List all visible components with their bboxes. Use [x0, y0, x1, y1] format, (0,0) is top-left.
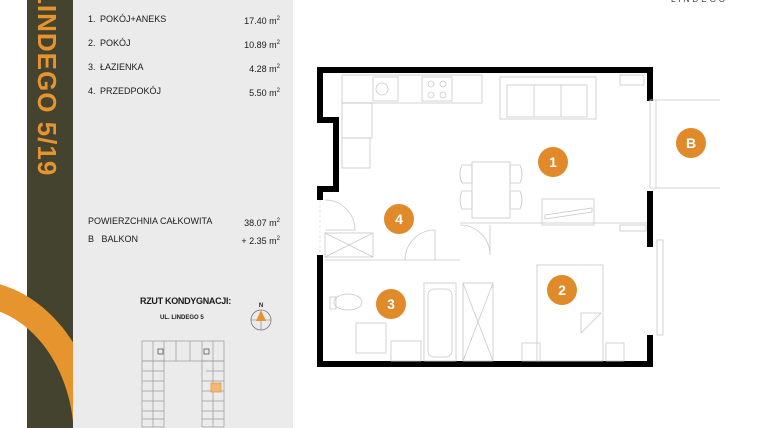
floor-plan-heading: RZUT KONDYGNACJI:	[140, 296, 231, 306]
room-area: 10.89 m2	[244, 40, 280, 50]
balcony-label: BALKON	[101, 234, 139, 244]
room-area: 17.40 m2	[244, 16, 280, 26]
room-name: ŁAZIENKA	[100, 62, 144, 72]
gray-panel	[73, 0, 293, 428]
total-area-row: POWIERZCHNIA CAŁKOWITA 38.07 m2	[88, 214, 280, 232]
room-number: 3.	[88, 62, 96, 72]
balcony-badge: B	[676, 128, 706, 158]
room-row: 3. ŁAZIENKA 4.28 m2	[88, 60, 280, 84]
brand-logo: LINDEGO	[671, 0, 728, 4]
room-name: POKÓJ	[100, 38, 131, 48]
room-name: PRZEDPOKÓJ	[100, 86, 162, 96]
room-badge-1: 1	[538, 147, 568, 177]
svg-text:N: N	[259, 303, 263, 309]
room-area: 5.50 m2	[249, 88, 280, 98]
floor-plan-drawing	[317, 67, 723, 367]
info-panel: LINDEGO 5/19 1. POKÓJ+ANEKS 17.40 m2 2. …	[0, 0, 293, 428]
room-badge-4: 4	[384, 204, 414, 234]
room-row: 2. POKÓJ 10.89 m2	[88, 36, 280, 60]
apartment-title: LINDEGO 5/19	[32, 0, 62, 177]
room-name: POKÓJ+ANEKS	[100, 14, 167, 24]
street-label: UL. LINDEGO 5	[160, 315, 204, 321]
total-label: POWIERZCHNIA CAŁKOWITA	[88, 216, 213, 226]
balcony-row: B BALKON + 2.35 m2	[88, 232, 280, 250]
compass-icon: N	[247, 301, 275, 336]
balcony-letter: B	[88, 234, 95, 244]
room-badge-2: 2	[547, 275, 577, 305]
room-badge-3: 3	[376, 289, 406, 319]
balcony-area: + 2.35 m2	[241, 236, 280, 246]
room-list: 1. POKÓJ+ANEKS 17.40 m2 2. POKÓJ 10.89 m…	[88, 12, 280, 108]
apartment-floor-plan: 1 2 3 4 B	[300, 55, 723, 380]
room-number: 4.	[88, 86, 96, 96]
room-row: 4. PRZEDPOKÓJ 5.50 m2	[88, 84, 280, 108]
room-number: 1.	[88, 14, 96, 24]
total-area: 38.07 m2	[244, 218, 280, 228]
room-number: 2.	[88, 38, 96, 48]
room-area: 4.28 m2	[249, 64, 280, 74]
building-floor-thumbnail	[138, 337, 228, 428]
room-row: 1. POKÓJ+ANEKS 17.40 m2	[88, 12, 280, 36]
totals: POWIERZCHNIA CAŁKOWITA 38.07 m2 B BALKON…	[88, 214, 280, 250]
